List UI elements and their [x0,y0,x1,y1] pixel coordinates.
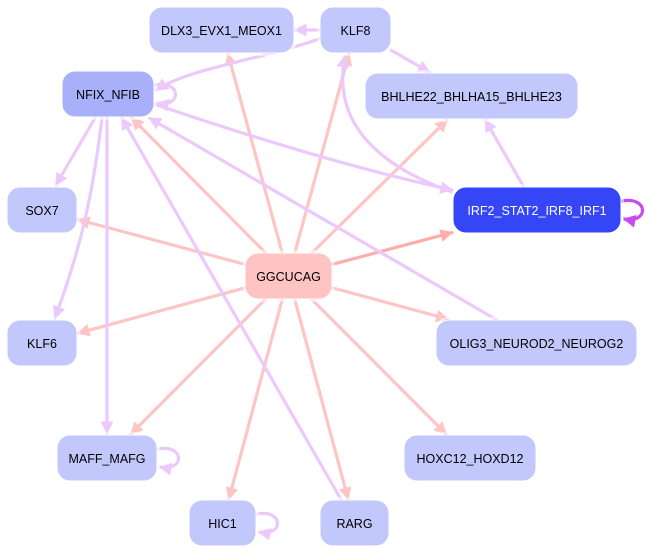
edge-irf2-stat2-irf8-irf1-to-bhlhe22-bhlha15-bhlhe23 [483,118,526,189]
edge-klf8-to-nfix-nfib [154,36,324,92]
edge-ggcucag-to-hoxc12-hoxd12 [309,297,448,436]
edge-ggcucag-to-rarg [293,297,352,501]
node-hic1[interactable]: HIC1 [186,497,259,549]
node-outline [59,68,157,120]
edge-ggcucag-to-sox7 [76,216,247,266]
node-rarg[interactable]: RARG [317,497,392,549]
edge-ggcucag-to-maff-mafg [129,297,268,436]
node-box [452,186,622,234]
edge-irf2-stat2-irf8-irf1-to-irf2-stat2-irf8-irf1 [620,198,644,228]
node-outline [4,184,80,236]
edge-irf2-stat2-irf8-irf1-to-klf8 [336,54,454,194]
edge-maff-mafg-to-maff-mafg [156,446,180,476]
node-klf6[interactable]: KLF6 [4,317,80,369]
node-box [6,319,78,367]
node-box [148,6,295,54]
node-outline [242,250,335,302]
edge-ggcucag-to-dlx3-evx1-meox1 [224,52,284,255]
node-label: SOX7 [25,204,58,218]
node-outline [186,497,259,549]
edge-ggcucag-to-irf2-stat2-irf8-irf1 [330,229,454,267]
node-klf8[interactable]: KLF8 [317,4,394,56]
node-dlx3-evx1-meox1[interactable]: DLX3_EVX1_MEOX1 [146,4,297,56]
node-hoxc12-hoxd12[interactable]: HOXC12_HOXD12 [401,432,539,484]
node-label: BHLHE22_BHLHA15_BHLHE23 [381,90,562,104]
node-irf2-stat2-irf8-irf1[interactable]: IRF2_STAT2_IRF8_IRF1 [450,184,624,236]
node-outline [317,497,392,549]
edge-olig3-neurod2-neurog2-to-nfix-nfib [147,116,499,322]
edge-nfix-nfib-to-klf6 [52,116,104,320]
node-outline [54,432,160,484]
node-outline [433,317,640,369]
edge-ggcucag-to-klf6 [76,286,247,337]
node-label: DLX3_EVX1_MEOX1 [161,24,282,38]
node-sox7[interactable]: SOX7 [4,184,80,236]
edge-ggcucag-to-klf8 [293,52,353,255]
node-label: HIC1 [208,517,237,531]
node-outline [450,184,624,236]
edge-hic1-to-hic1 [255,511,279,541]
node-label: RARG [336,517,372,531]
edge-rarg-to-nfix-nfib [120,116,343,502]
node-label: HOXC12_HOXD12 [417,452,524,466]
node-box [364,72,579,120]
node-box [403,434,537,482]
node-box [56,434,158,482]
node-box [435,319,638,367]
node-outline [362,70,581,122]
edge-klf8-to-bhlhe22-bhlha15-bhlhe23 [389,48,431,74]
edge-nfix-nfib-to-sox7 [54,116,97,187]
node-label: KLF8 [341,24,371,38]
node-label: OLIG3_NEUROD2_NEUROG2 [450,337,624,351]
node-maff-mafg[interactable]: MAFF_MAFG [54,432,160,484]
node-olig3-neurod2-neurog2[interactable]: OLIG3_NEUROD2_NEUROG2 [433,317,640,369]
node-label: KLF6 [27,337,57,351]
node-box [319,499,390,547]
node-label: MAFF_MAFG [68,452,145,466]
node-box [6,186,78,234]
node-box [319,6,392,54]
node-nfix-nfib[interactable]: NFIX_NFIB [59,68,157,120]
node-bhlhe22-bhlha15-bhlhe23[interactable]: BHLHE22_BHLHA15_BHLHE23 [362,70,581,122]
node-outline [317,4,394,56]
edge-ggcucag-to-bhlhe22-bhlha15-bhlhe23 [310,118,449,255]
edge-nfix-nfib-to-nfix-nfib [153,82,177,112]
edges-layer [52,23,644,541]
node-label: NFIX_NFIB [76,88,140,102]
edge-nfix-nfib-to-irf2-stat2-irf8-irf1 [152,102,454,194]
node-outline [4,317,80,369]
node-box [61,70,155,118]
node-outline [146,4,297,56]
node-box [188,499,257,547]
edge-ggcucag-to-nfix-nfib [130,116,268,255]
edge-ggcucag-to-hic1 [225,297,284,501]
edge-ggcucag-to-olig3-neurod2-neurog2 [330,286,450,323]
node-box [244,252,333,300]
node-label: GGCUCAG [256,270,321,284]
node-ggcucag[interactable]: GGCUCAG [242,250,335,302]
node-label: IRF2_STAT2_IRF8_IRF1 [467,204,606,218]
node-outline [401,432,539,484]
